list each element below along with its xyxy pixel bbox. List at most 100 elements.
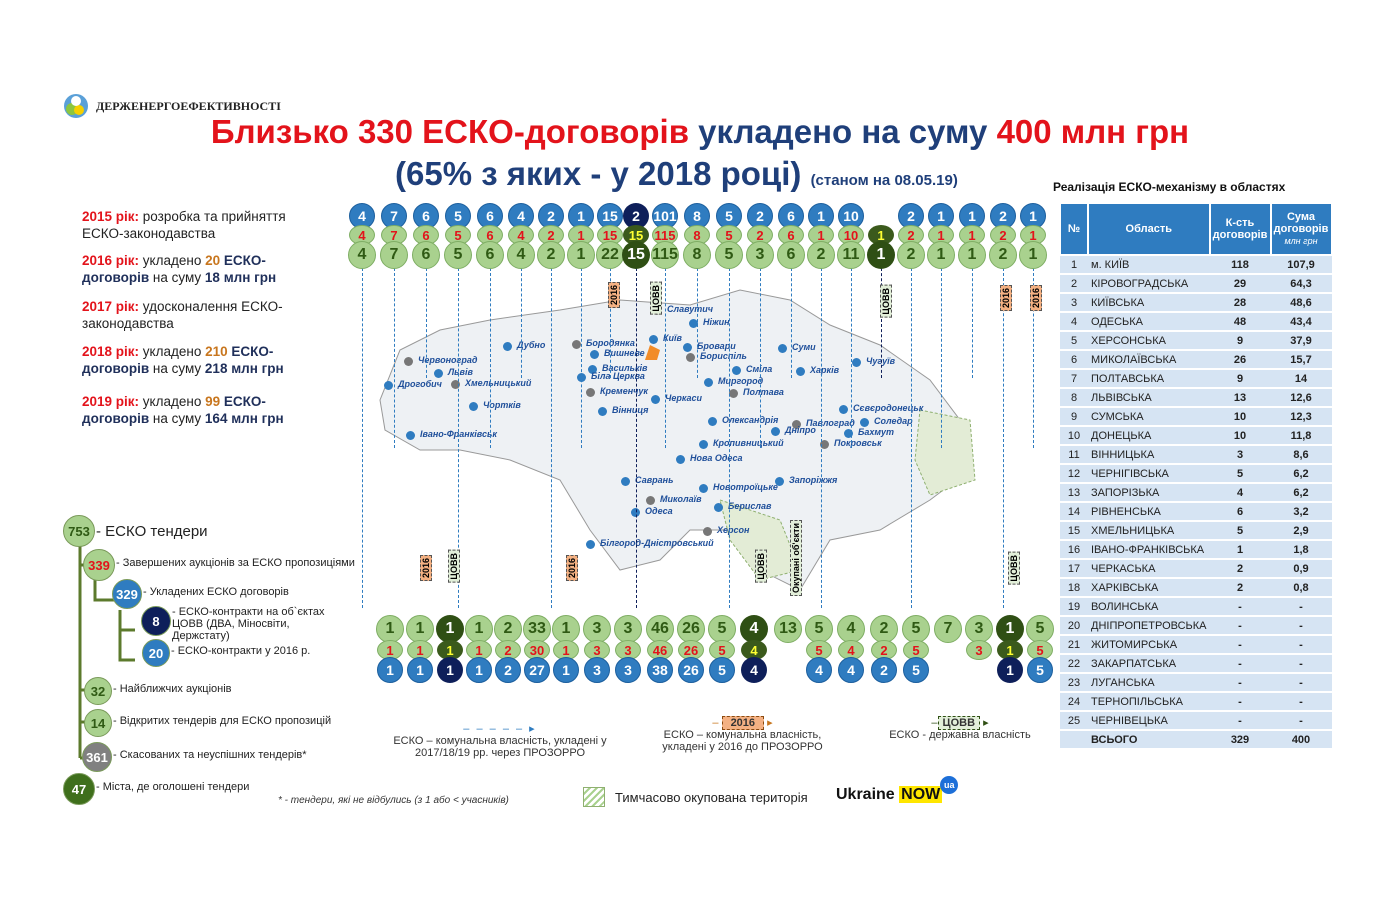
green-count-circle: 8 — [683, 241, 711, 269]
green-count-circle: 11 — [837, 241, 865, 269]
green-count-circle: 26 — [677, 615, 705, 643]
map-tag-tsovv: ЦОВВ — [755, 550, 767, 583]
row-count: - — [1209, 634, 1271, 654]
tree-label-tsovv: - ЕСКО-контракти на об`єктах ЦОВВ (ДВА, … — [172, 606, 325, 642]
legend-text: ЕСКО – комунальна власність, укладені у … — [393, 735, 607, 759]
tree-label-tenders: - ЕСКО тендери — [96, 523, 208, 540]
row-region: ДОНЕЦЬКА — [1088, 425, 1210, 445]
tree-label-signed: - Укладених ЕСКО договорів — [143, 586, 289, 598]
green-count-circle: 4 — [507, 241, 535, 269]
row-number: 15 — [1060, 520, 1088, 540]
city-label: Вінниця — [612, 405, 649, 415]
city-dot — [469, 402, 478, 411]
city-dot — [649, 335, 658, 344]
row-sum: 43,4 — [1270, 311, 1332, 331]
city-dot — [732, 366, 741, 375]
row-number: 1 — [1060, 254, 1088, 274]
row-region: ПОЛТАВСЬКА — [1088, 368, 1210, 388]
page-title: Близько 330 ЕСКО-договорів укладено на с… — [0, 113, 1400, 151]
red-count-circle: 4 — [349, 225, 375, 245]
city-dot — [689, 319, 698, 328]
hatched-area-icon — [583, 787, 605, 807]
map-tag-tsovv: ЦОВВ — [880, 285, 892, 318]
row-number: 21 — [1060, 634, 1088, 654]
row-sum: - — [1270, 672, 1332, 692]
connector-line — [1033, 268, 1034, 448]
row-region: МИКОЛАЇВСЬКА — [1088, 349, 1210, 369]
connector-line — [972, 268, 973, 378]
connector-line — [426, 268, 427, 378]
row-count: 5 — [1209, 463, 1271, 483]
green-count-circle: 1 — [465, 615, 493, 643]
city-dot — [503, 342, 512, 351]
connector-line — [551, 268, 552, 608]
green-count-circle: 2 — [870, 615, 898, 643]
city-label: Запоріжжя — [789, 475, 838, 485]
col-header-no: № — [1059, 202, 1089, 256]
row-region: ЧЕРКАСЬКА — [1088, 558, 1210, 578]
city-label: Васильків — [602, 363, 648, 373]
connector-line — [851, 268, 852, 448]
connector-line — [791, 268, 792, 378]
red-count-circle: 1 — [407, 640, 433, 660]
row-sum: 107,9 — [1270, 254, 1332, 274]
row-region: ЧЕРНІГІВСЬКА — [1088, 463, 1210, 483]
tree-count-y2016: 20 — [142, 639, 170, 667]
red-count-circle: 1 — [466, 640, 492, 660]
blue-count-circle: 5 — [1027, 657, 1053, 683]
legend-communal-2016: – 2016 ▸ЕСКО – комунальна власність, укл… — [655, 716, 830, 753]
row-region: ЖИТОМИРСЬКА — [1088, 634, 1210, 654]
city-dot — [708, 417, 717, 426]
green-count-circle: 4 — [837, 615, 865, 643]
blue-count-circle: 2 — [871, 657, 897, 683]
row-count: 6 — [1209, 501, 1271, 521]
green-count-circle: 4 — [348, 241, 376, 269]
red-count-circle: 15 — [597, 225, 623, 245]
connector-line — [665, 268, 666, 448]
col-header-region: Область — [1087, 202, 1211, 256]
sum-header-text: Сума договорів — [1273, 211, 1329, 235]
blue-count-circle: 1 — [553, 657, 579, 683]
blue-count-circle: 101 — [652, 203, 678, 229]
green-count-circle: 2 — [989, 241, 1017, 269]
title-part: укладено на суму — [689, 113, 997, 150]
city-label: Вишневе — [604, 348, 645, 358]
city-dot — [384, 381, 393, 390]
row-region: ХАРКІВСЬКА — [1088, 577, 1210, 597]
city-label: Соледар — [874, 416, 913, 426]
row-count: 48 — [1209, 311, 1271, 331]
timeline-text: розробка та прийняття ЕСКО-законодавства — [82, 209, 286, 241]
row-region: м. КИЇВ — [1088, 254, 1210, 274]
sum-unit: млн грн — [1284, 236, 1318, 246]
row-count: 2 — [1209, 577, 1271, 597]
legend-text: ЕСКО - державна власність — [889, 729, 1031, 741]
map-tag-y2016: 2016 — [608, 282, 620, 309]
tree-label-open: - Відкритих тендерів для ЕСКО пропозицій — [113, 715, 332, 727]
green-count-circle: 33 — [523, 615, 551, 643]
green-count-circle: 2 — [537, 241, 565, 269]
blue-count-circle: 1 — [466, 657, 492, 683]
contract-count: 20 — [205, 253, 221, 268]
row-sum: 1,8 — [1270, 539, 1332, 559]
row-region: КІРОВОГРАДСЬКА — [1088, 273, 1210, 293]
timeline-text: ЕСКО-договорів — [82, 344, 274, 376]
city-label: Хмельницький — [465, 378, 532, 388]
blue-count-circle: 27 — [524, 657, 550, 683]
city-dot — [598, 407, 607, 416]
as-of-date: (станом на 08.05.19) — [810, 172, 958, 189]
city-label: Берислав — [728, 501, 772, 511]
city-label: Львів — [448, 367, 473, 377]
city-dot — [586, 540, 595, 549]
city-dot — [699, 440, 708, 449]
city-dot — [778, 344, 787, 353]
timeline-text: на суму — [149, 411, 205, 426]
map-tag-y2016: 2016 — [420, 555, 432, 582]
row-sum: - — [1270, 710, 1332, 730]
city-label: Червоноград — [418, 355, 478, 365]
